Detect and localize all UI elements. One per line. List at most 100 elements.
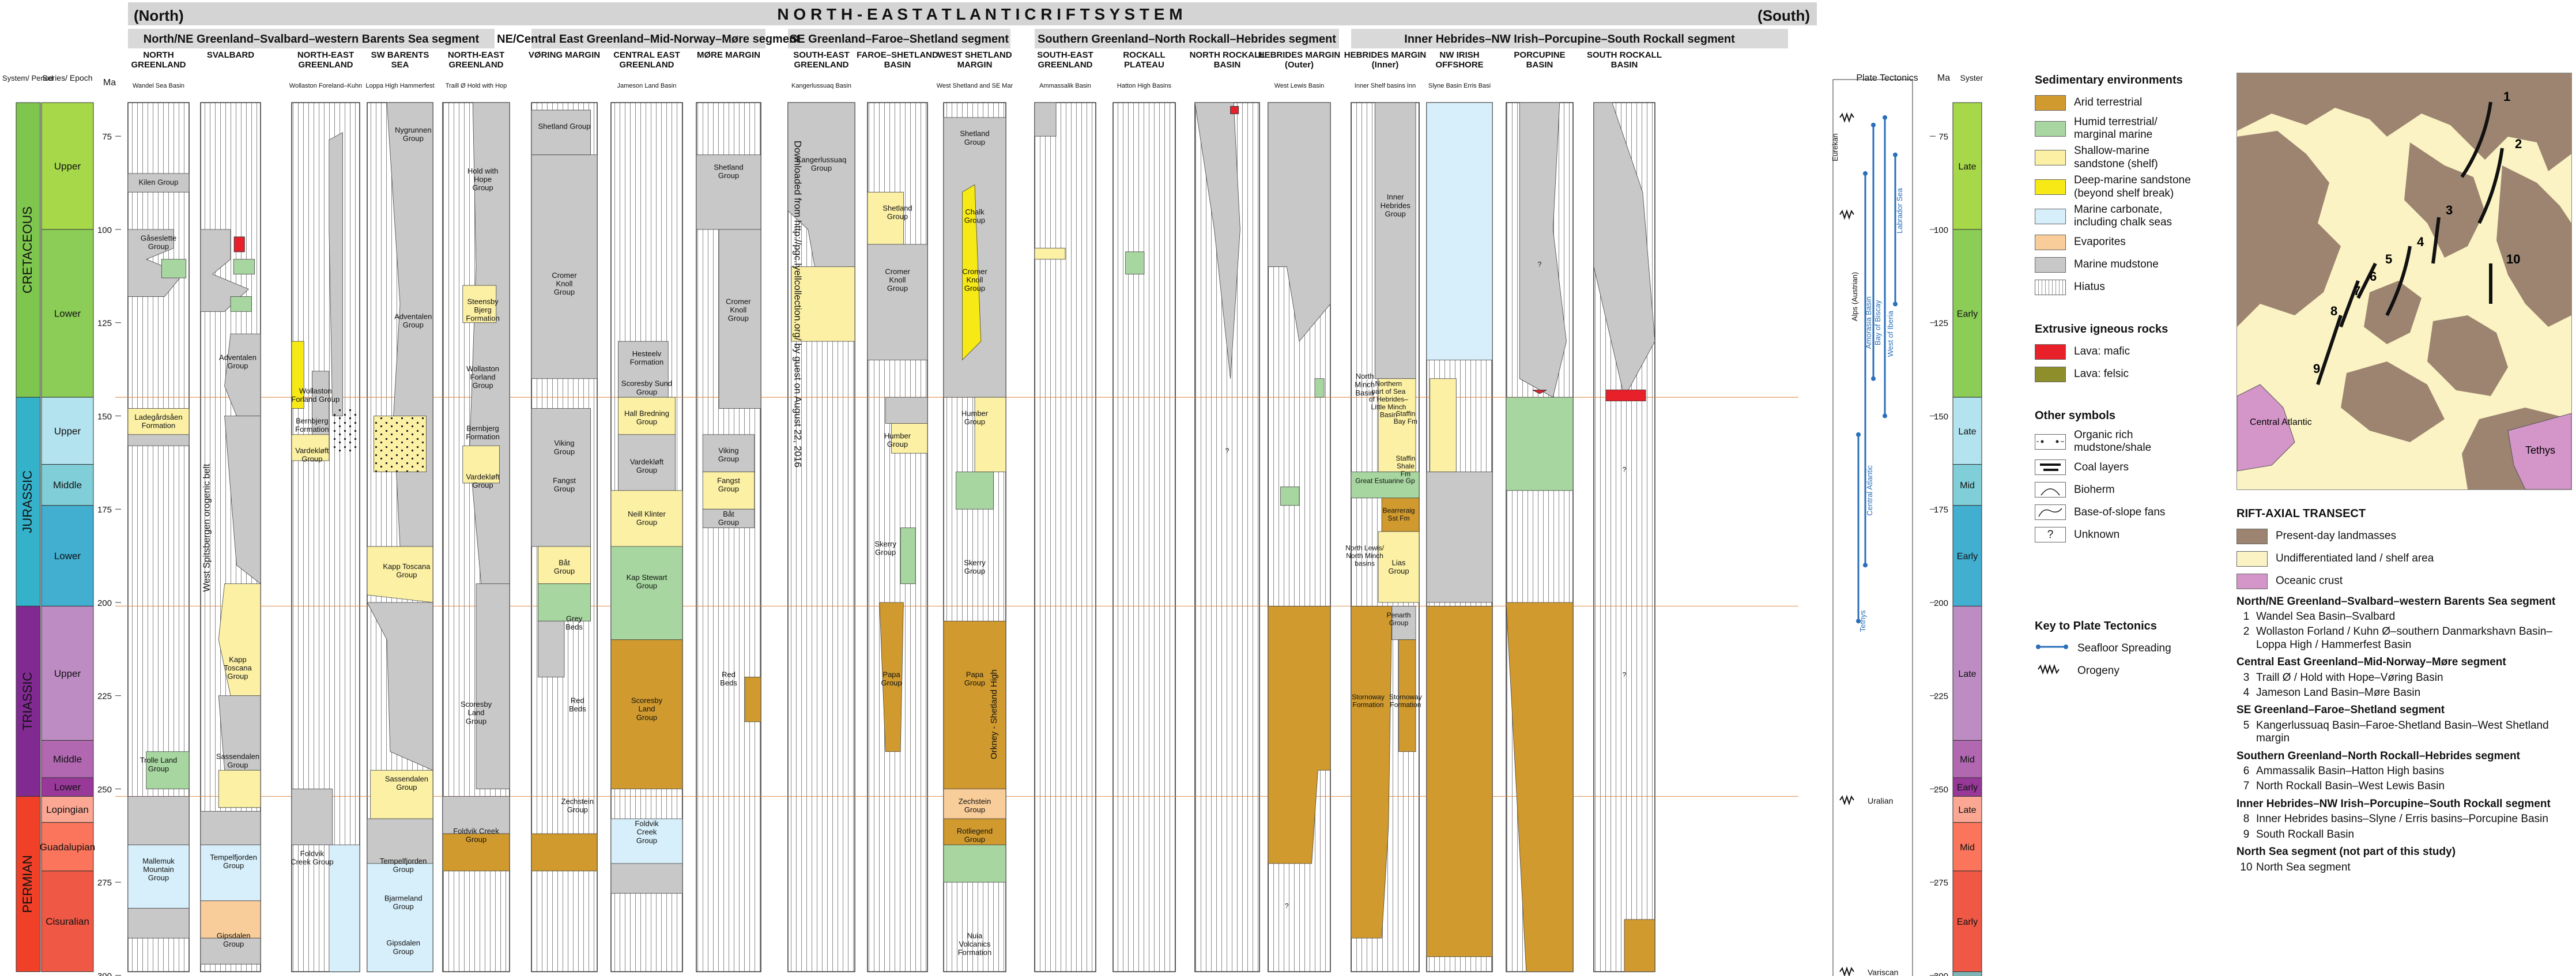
unit-block <box>943 818 1006 845</box>
map-oceanic-crust-central-atlantic <box>2237 384 2295 472</box>
period-left-label-4: PERMIAN <box>20 855 35 913</box>
map-landmass-europe <box>2427 315 2508 396</box>
legend-sym-label-4: Base-of-slope fans <box>2074 506 2166 518</box>
column-sub-3: Wollaston Foreland–Kuhn <box>289 82 362 89</box>
epoch-left-label-10: Guadalupian <box>40 842 95 853</box>
legend-sed-item-6-label: Evaporites <box>2074 236 2126 248</box>
legend-sed-item-7-swatch <box>2035 257 2066 273</box>
map-legend-item-2: Undifferentiated land / shelf area <box>2236 549 2571 568</box>
map-legend: RIFT-AXIAL TRANSECT Present-day landmass… <box>2236 507 2571 874</box>
unit-block <box>744 676 761 722</box>
unit-block <box>1398 639 1416 752</box>
epoch-right-label-1: Late <box>1958 162 1976 172</box>
tect-tethys: Tethys <box>1858 610 1867 632</box>
epoch-left-10 <box>41 822 94 872</box>
unknown-mark: ? <box>1225 447 1229 455</box>
segment-list-title-2: Central East Greenland–Mid-Norway–Møre s… <box>2236 656 2506 669</box>
tick-left-label-2: 100 <box>97 225 112 235</box>
tick-left-label-1: 75 <box>102 132 112 142</box>
unit-poly <box>1426 606 1493 958</box>
segment-header-label-5: Inner Hebrides–NW Irish–Porcupine–South … <box>1404 33 1735 46</box>
segment-item-text: North Sea segment <box>2256 861 2351 873</box>
epoch-left-label-7: Middle <box>53 754 82 765</box>
unit-block <box>1378 531 1420 603</box>
unit-block <box>1605 389 1646 402</box>
title-bar <box>128 2 1817 25</box>
unit-block <box>610 490 683 547</box>
tick-left-label-3: 125 <box>97 319 112 329</box>
orogeny-alps <box>1839 209 1854 220</box>
epoch-right-label-6: Late <box>1958 669 1976 679</box>
unit-block <box>127 408 190 435</box>
segment-item-text: Jameson Land Basin–Møre Basin <box>2256 687 2421 699</box>
unit-block <box>696 154 761 230</box>
unit-poly <box>224 416 261 585</box>
left-ma-header: Ma <box>103 78 116 88</box>
unit-poly <box>200 229 249 312</box>
unit-block <box>476 583 510 789</box>
segment-item-number: 2 <box>2243 625 2250 638</box>
orogeny-eurekan <box>1839 112 1854 123</box>
tick-right-label-10: 300 <box>1934 971 1948 976</box>
period-left-1 <box>16 102 41 398</box>
legend-sed-item-4-label: Deep-marine sandstone (beyond shelf brea… <box>2074 174 2191 199</box>
unit-block <box>1381 498 1420 532</box>
tect-labrador: Labrador Sea <box>1895 187 1904 233</box>
tect-uralian: Uralian <box>1868 796 1893 805</box>
unit-block <box>1280 487 1300 506</box>
map-label-tethys: Tethys <box>2525 444 2555 456</box>
unit-poly <box>1519 102 1567 398</box>
unit-block <box>531 833 598 872</box>
legend-sed-item-1-swatch <box>2035 95 2066 111</box>
map-number-7: 7 <box>2354 284 2360 298</box>
segment-header-1 <box>128 29 495 48</box>
tick-left-label-5: 175 <box>97 505 112 515</box>
legend-tect-item-2: Orogeny <box>2035 662 2208 681</box>
unit-block <box>329 845 360 972</box>
unit-block <box>900 527 916 585</box>
period-left-label-2: JURASSIC <box>20 470 35 533</box>
unit-block <box>200 845 261 901</box>
legend-tectonics-title: Key to Plate Tectonics <box>2035 620 2157 632</box>
legend-ign-item-1: Lava: mafic <box>2035 342 2202 361</box>
column-sub-13: Hatton High Basins <box>1117 82 1172 89</box>
segment-header-4 <box>1035 29 1339 48</box>
tick-left-label-7: 225 <box>97 692 112 702</box>
unit-block <box>891 423 928 454</box>
map-landmass-scandinavia <box>2496 165 2571 327</box>
epoch-left-label-4: Middle <box>53 480 82 491</box>
unit-poly <box>1268 102 1331 342</box>
legend-ign-item-2: Lava: felsic <box>2035 365 2202 384</box>
map-legend-item-3: Oceanic crust <box>2236 572 2571 591</box>
unit-block <box>610 818 683 864</box>
epoch-right-11 <box>1952 871 1982 973</box>
spreading-end <box>1893 152 1898 157</box>
